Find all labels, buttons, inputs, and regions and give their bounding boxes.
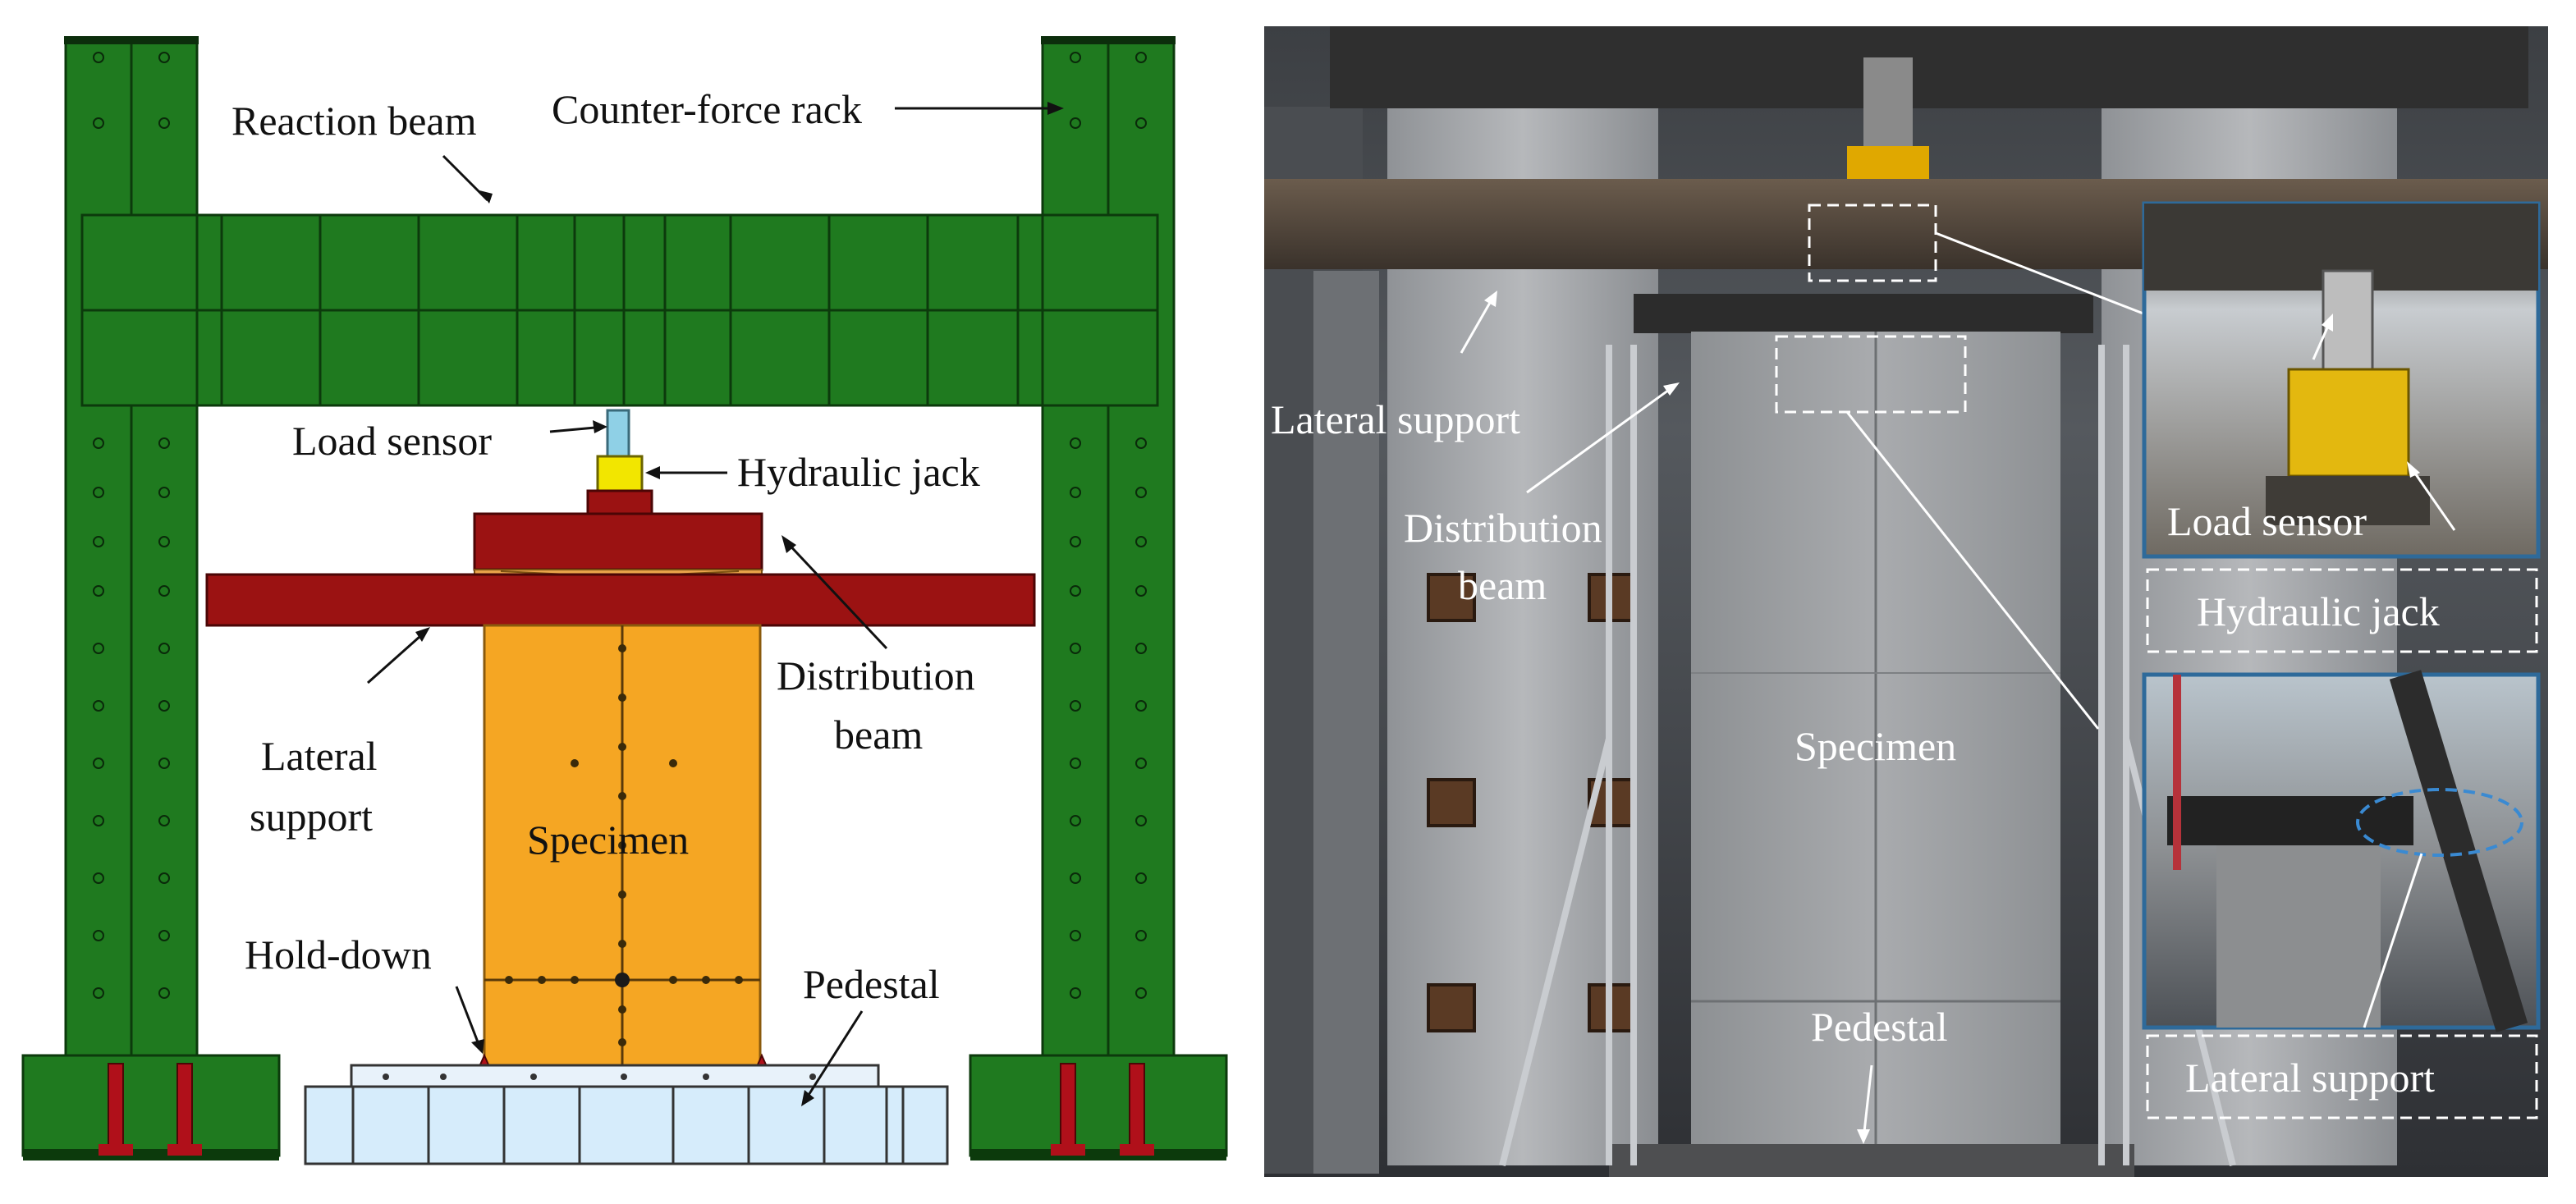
label-counter-force-rack: Counter-force rack bbox=[552, 86, 862, 132]
inset-label-load-sensor: Load sensor bbox=[2167, 498, 2367, 544]
label-lateral-support-2: support bbox=[250, 794, 373, 840]
label-load-sensor: Load sensor bbox=[292, 418, 492, 464]
schematic-leader-lines bbox=[367, 102, 1064, 1106]
photo-label-specimen: Specimen bbox=[1794, 723, 1956, 769]
label-hydraulic-jack: Hydraulic jack bbox=[737, 449, 980, 495]
schematic-diagram: Reaction beam Counter-force rack Load se… bbox=[21, 36, 1228, 1165]
label-lateral-support-1: Lateral bbox=[261, 733, 378, 779]
inset-caption-hydraulic-jack: Hydraulic jack bbox=[2197, 588, 2440, 634]
label-distribution-beam-1: Distribution bbox=[777, 652, 975, 698]
photo-label-distribution-beam-2: beam bbox=[1458, 562, 1547, 608]
photo-leader-lines bbox=[1460, 231, 2148, 1144]
inset-lateral-support bbox=[2142, 670, 2541, 1032]
specimen-wall bbox=[483, 624, 762, 1070]
label-pedestal: Pedestal bbox=[803, 961, 940, 1007]
inset-hydraulic-jack: Load sensor bbox=[2142, 201, 2541, 559]
photo-label-pedestal: Pedestal bbox=[1811, 1004, 1948, 1050]
photo-distribution-beam bbox=[1634, 294, 2093, 333]
photo-label-lateral-support: Lateral support bbox=[1271, 396, 1520, 442]
hydraulic-jack bbox=[596, 455, 644, 492]
inset-caption-lateral-support: Lateral support bbox=[2185, 1055, 2435, 1101]
load-sensor bbox=[606, 409, 630, 458]
photo-pedestal bbox=[1609, 1144, 2134, 1177]
lateral-support-beam bbox=[205, 573, 1036, 627]
right-rack-column bbox=[969, 36, 1228, 1161]
test-setup-photo: Lateral support Distribution beam Specim… bbox=[1264, 26, 2548, 1177]
anchor-bolts bbox=[99, 1063, 1154, 1156]
jack-base bbox=[586, 489, 653, 515]
pedestal bbox=[304, 1064, 949, 1165]
label-specimen: Specimen bbox=[527, 817, 689, 863]
label-reaction-beam: Reaction beam bbox=[231, 98, 477, 144]
label-distribution-beam-2: beam bbox=[834, 712, 923, 758]
label-hold-down: Hold-down bbox=[245, 932, 432, 977]
schematic-labels: Reaction beam Counter-force rack Load se… bbox=[231, 86, 980, 1007]
photo-specimen bbox=[1691, 332, 2060, 1144]
reaction-beam bbox=[80, 213, 1159, 407]
photo-label-distribution-beam-1: Distribution bbox=[1404, 505, 1602, 551]
photo-lateral-highlight bbox=[1775, 335, 1967, 414]
photo-jack-highlight bbox=[1808, 204, 1937, 282]
